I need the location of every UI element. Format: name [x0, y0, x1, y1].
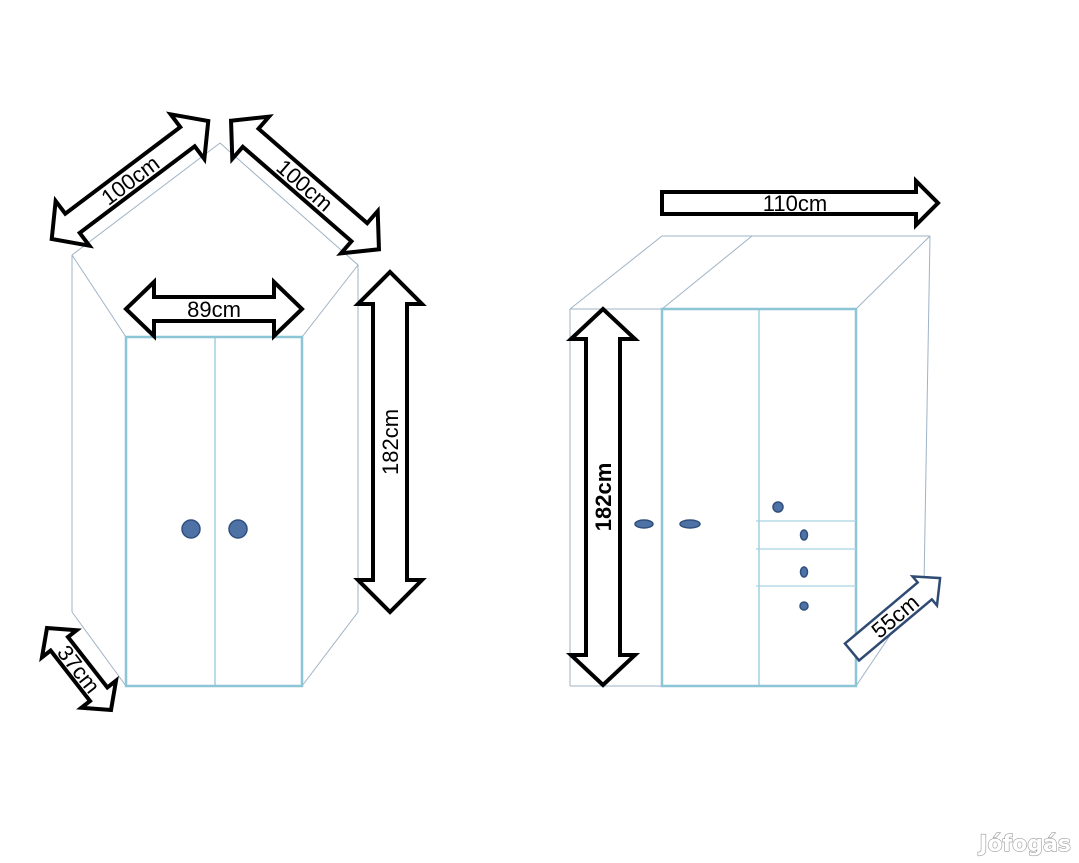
corner-wardrobe-bottom-left-edge	[71, 611, 127, 687]
side-handle	[634, 519, 654, 529]
label-89cm: 89cm	[187, 297, 241, 322]
door-knob-right	[228, 519, 248, 539]
arrow-110cm: 110cm	[660, 176, 941, 230]
drawer-knob-3	[799, 601, 809, 611]
door-knob-left	[181, 519, 201, 539]
corner-wardrobe-bottom-right-edge	[301, 611, 359, 687]
drawer-knob-1	[799, 529, 809, 541]
arrow-100cm-right: 100cm	[228, 114, 382, 256]
arrow-100cm-left: 100cm	[49, 111, 211, 249]
arrow-182cm-left: 182cm	[353, 269, 427, 615]
door-handle-left	[679, 519, 701, 529]
straight-wardrobe-top-right-edge	[855, 235, 931, 310]
label-182cm-left: 182cm	[378, 409, 403, 475]
corner-wardrobe	[71, 142, 359, 688]
straight-wardrobe	[569, 235, 931, 688]
straight-wardrobe-back-right-edge	[923, 235, 931, 586]
arrow-182cm-right: 182cm	[565, 306, 641, 688]
straight-wardrobe-top-back-left	[569, 235, 930, 310]
drawer-knob-2	[799, 566, 809, 578]
straight-wardrobe-top-divider	[661, 235, 753, 310]
arrow-89cm: 89cm	[123, 277, 305, 341]
corner-wardrobe-front	[124, 335, 304, 688]
door-knob-right-top	[772, 501, 784, 513]
label-110cm: 110cm	[763, 191, 827, 216]
watermark-text: Jófogás	[977, 832, 1071, 857]
label-182cm-right: 182cm	[591, 463, 616, 532]
corner-wardrobe-top-outline	[71, 142, 359, 338]
label-100cm-right: 100cm	[272, 154, 338, 216]
